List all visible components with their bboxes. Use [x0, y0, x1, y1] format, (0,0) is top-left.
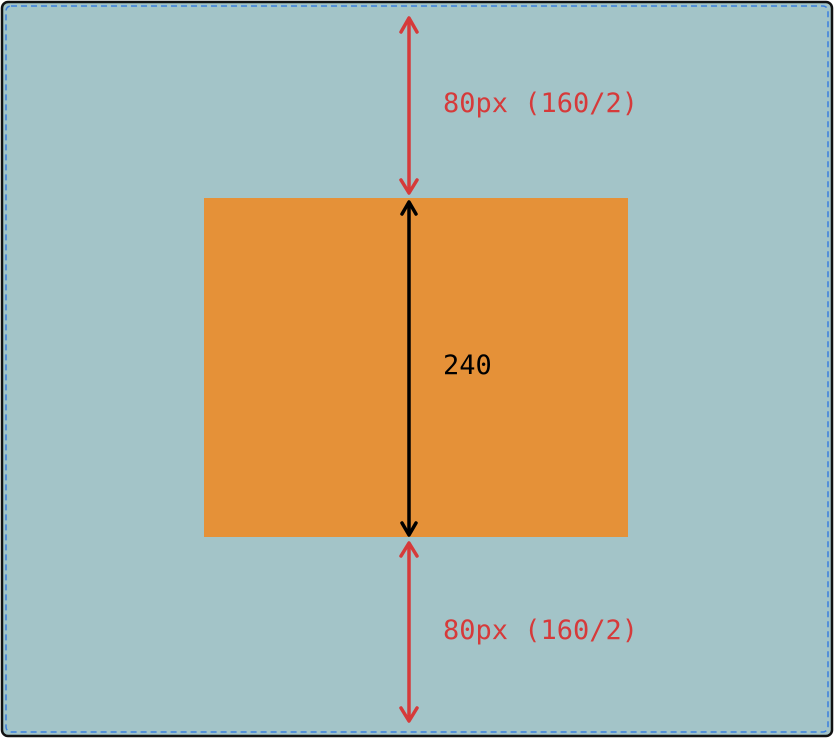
- box-height-arrow: [400, 200, 418, 537]
- centered-box: [204, 198, 628, 537]
- bottom-spacing-arrow: [399, 541, 419, 723]
- top-spacing-label: 80px (160/2): [443, 88, 639, 119]
- box-height-label: 240: [443, 350, 492, 381]
- container-dashed-outline: [5, 5, 829, 733]
- bottom-spacing-label: 80px (160/2): [443, 615, 639, 646]
- top-spacing-arrow: [399, 16, 419, 195]
